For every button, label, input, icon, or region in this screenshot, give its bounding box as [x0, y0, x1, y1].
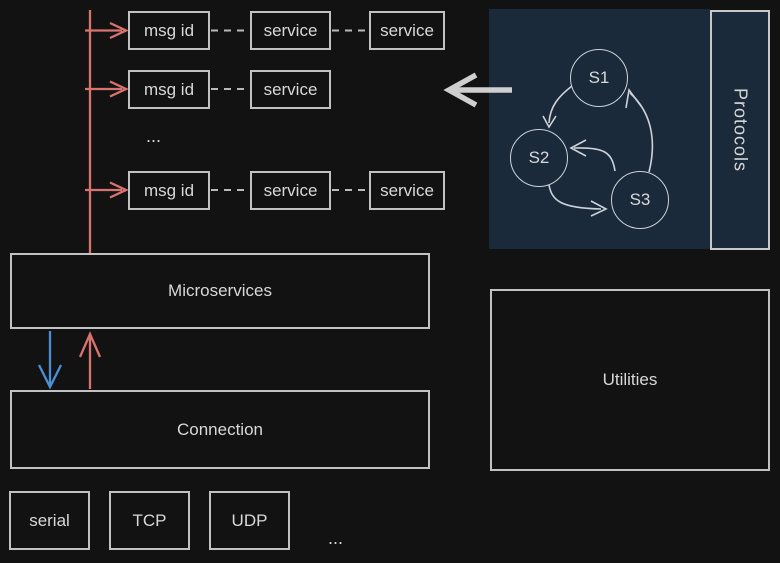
service-label: service — [263, 79, 318, 99]
protocols-label: Protocols — [730, 87, 751, 173]
red-branch-arrowhead-1 — [109, 21, 129, 40]
service-box-row1-b: service — [369, 11, 445, 50]
state-s1-node: S1 — [570, 49, 628, 107]
msg-id-label: msg id — [143, 20, 195, 40]
service-label: service — [380, 180, 434, 200]
msg-id-box-row1: msg id — [128, 11, 210, 50]
state-s2-label: S2 — [528, 148, 550, 167]
udp-box: UDP — [209, 491, 290, 550]
red-arrowhead — [78, 331, 102, 358]
utilities-box: Utilities — [490, 289, 770, 471]
blue-arrowhead — [37, 364, 63, 390]
gray-arrowhead — [443, 72, 478, 108]
msg-id-box-row3: msg id — [128, 171, 210, 210]
service-label: service — [380, 20, 434, 40]
state-s2-node: S2 — [510, 129, 568, 187]
msg-id-label: msg id — [143, 79, 195, 99]
state-s1-label: S1 — [588, 68, 610, 87]
pipeline-ellipsis: ... — [146, 126, 162, 146]
serial-box: serial — [9, 491, 90, 550]
transports-ellipsis: ... — [328, 528, 344, 548]
protocols-panel — [489, 9, 710, 249]
red-branch-arrowhead-2 — [109, 80, 129, 98]
dashed-links — [211, 29, 368, 191]
tcp-label: TCP — [132, 510, 167, 530]
red-up-arrow-icon — [78, 331, 102, 389]
microservices-label: Microservices — [168, 281, 272, 300]
red-dispatch-tree — [85, 10, 129, 253]
service-box-row1-a: service — [250, 11, 331, 50]
microservices-box: Microservices — [10, 253, 430, 329]
service-box-row3-a: service — [250, 171, 331, 210]
udp-label: UDP — [231, 510, 268, 530]
state-s3-label: S3 — [629, 190, 651, 209]
connection-box: Connection — [10, 390, 430, 469]
serial-label: serial — [29, 510, 70, 530]
blue-down-arrow-icon — [37, 331, 63, 390]
service-label: service — [263, 180, 318, 200]
state-s3-node: S3 — [611, 171, 669, 229]
red-branch-arrowhead-3 — [109, 181, 129, 199]
tcp-box: TCP — [109, 491, 190, 550]
msg-id-box-row2: msg id — [128, 70, 210, 109]
service-box-row2-a: service — [250, 70, 331, 109]
service-label: service — [263, 20, 318, 40]
protocols-label-box: Protocols — [710, 10, 770, 250]
connection-label: Connection — [176, 419, 263, 439]
service-box-row3-b: service — [369, 171, 445, 210]
utilities-label: Utilities — [602, 370, 658, 389]
msg-id-label: msg id — [143, 180, 195, 200]
